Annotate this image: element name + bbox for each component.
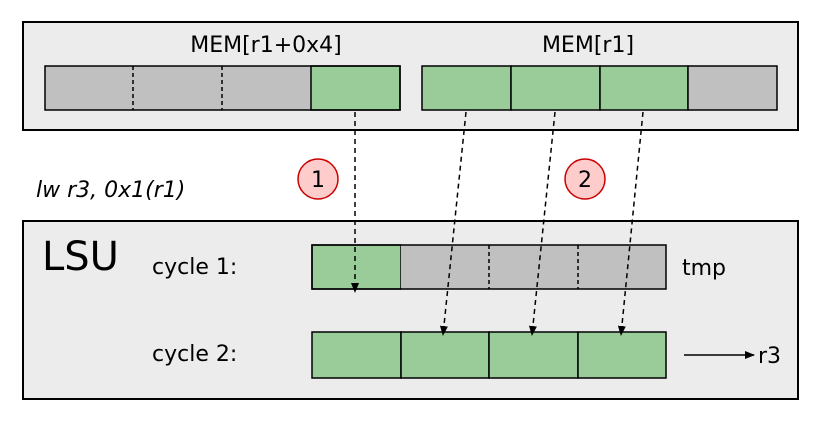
mem-left-byte-1	[222, 66, 311, 110]
svg-text:1: 1	[311, 168, 325, 193]
tmp-register	[311, 244, 667, 290]
mem-left-byte-2	[133, 66, 222, 110]
mem-right-byte-2	[510, 65, 601, 111]
transfer-arrow-step2-b	[528, 111, 556, 336]
mem-word-left-label: MEM[r1+0x4]	[190, 33, 342, 58]
result-register	[311, 331, 667, 379]
mem-left-byte-3	[45, 66, 133, 110]
tmp-byte-0	[578, 245, 666, 289]
mem-right-byte-0	[687, 65, 778, 111]
lsu-title: LSU	[42, 234, 119, 280]
instruction-label: lw r3, 0x1(r1)	[36, 178, 185, 203]
tmp-byte-3	[311, 244, 402, 290]
mem-left-byte-0	[310, 65, 401, 111]
mem-right-byte-1	[599, 65, 689, 111]
result-byte-2	[400, 331, 490, 379]
svg-text:2: 2	[578, 168, 592, 193]
cycle-1-label: cycle 1:	[152, 255, 237, 280]
mem-right-byte-3	[421, 65, 512, 111]
step-1-marker: 1	[297, 158, 339, 200]
mem-word-right-label: MEM[r1]	[542, 33, 634, 58]
tmp-byte-2	[401, 245, 489, 289]
result-byte-1	[488, 331, 579, 379]
output-register-label: r3	[758, 344, 781, 369]
transfer-arrow-step2-c	[617, 111, 644, 336]
transfer-arrow-step2-a	[439, 111, 467, 336]
result-byte-3	[311, 331, 402, 379]
mem-word-right	[421, 65, 778, 111]
cycle-2-label: cycle 2:	[152, 342, 237, 367]
step-2-marker: 2	[564, 158, 606, 200]
tmp-label: tmp	[682, 256, 726, 281]
mem-word-left	[44, 65, 401, 111]
result-byte-0	[577, 331, 667, 379]
tmp-byte-1	[489, 245, 578, 289]
